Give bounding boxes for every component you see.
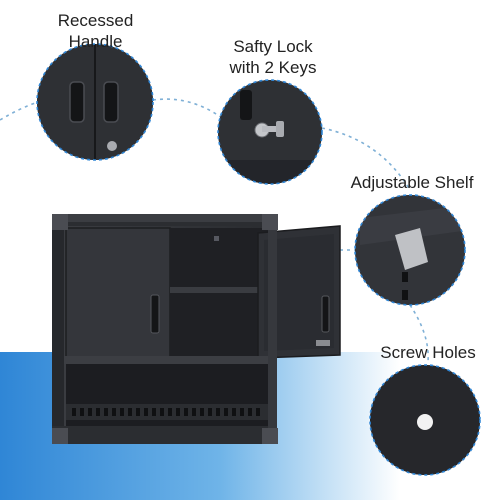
safety-lock-label-line1: Safty Lock	[233, 37, 313, 56]
recessed-handle-label-line1: Recessed	[57, 11, 134, 30]
recessed-handle-label-line2: Handle	[68, 32, 123, 51]
screw-holes-label: Screw Holes	[372, 342, 484, 363]
safety-lock-callout	[217, 79, 323, 185]
safety-lock-label-line2: with 2 Keys	[229, 58, 317, 77]
corner-brackets	[52, 214, 278, 444]
safety-lock-label: Safty Lock with 2 Keys	[218, 36, 328, 78]
dashed-connectors	[0, 98, 429, 363]
wall-cabinet	[52, 214, 341, 444]
recessed-handle-label: Recessed Handle	[48, 10, 143, 52]
tool-rail-slots	[72, 408, 260, 416]
adjustable-shelf-label-line1: Adjustable Shelf	[350, 173, 474, 192]
screw-holes-label-line1: Screw Holes	[380, 343, 476, 362]
recessed-handle-callout	[36, 43, 154, 161]
left-door	[65, 227, 171, 359]
adjustable-shelf	[170, 287, 268, 293]
screw-holes-callout	[369, 364, 481, 476]
adjustable-shelf-label: Adjustable Shelf	[332, 172, 492, 193]
door-handle	[150, 294, 160, 334]
adjustable-shelf-callout	[354, 194, 466, 306]
